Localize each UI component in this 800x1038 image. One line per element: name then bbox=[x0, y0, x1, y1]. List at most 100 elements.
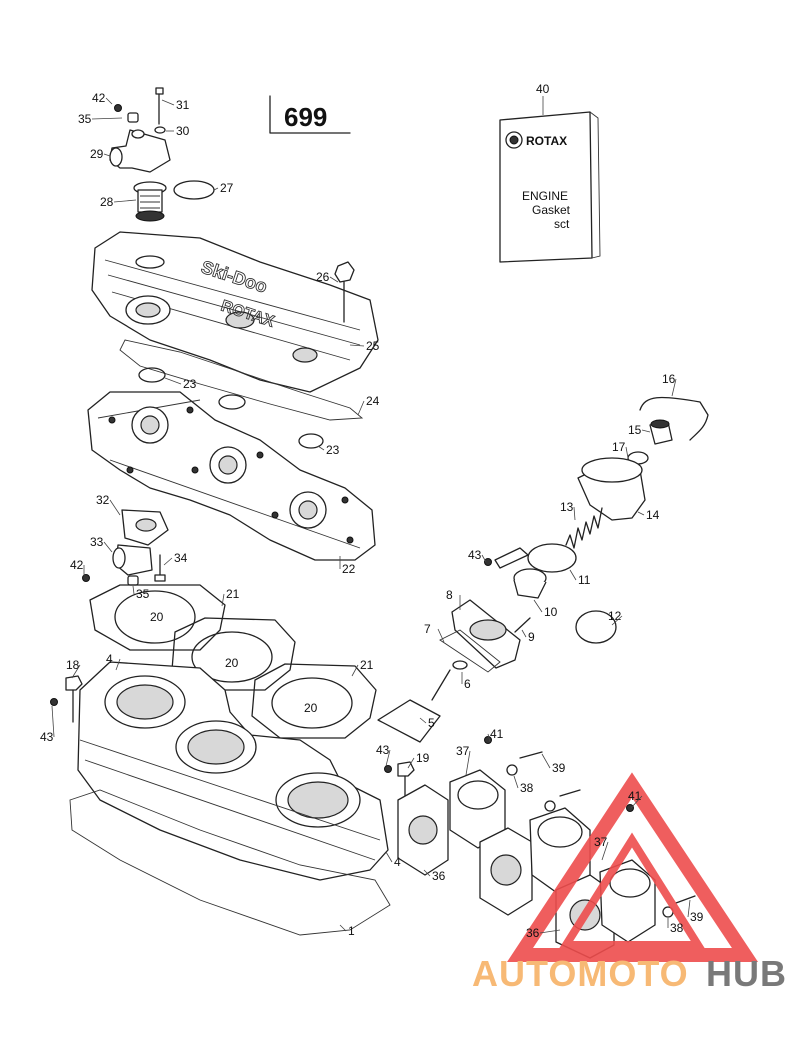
callout-c16: 16 bbox=[662, 372, 676, 386]
callout-c37a: 37 bbox=[456, 744, 470, 758]
leader-c43c bbox=[385, 749, 391, 767]
leader-c38a bbox=[513, 775, 519, 789]
leader-c43a bbox=[481, 554, 487, 563]
rave-valve-group bbox=[377, 396, 709, 743]
page-number: 699 bbox=[284, 102, 327, 132]
leader-c35b bbox=[132, 585, 135, 595]
bolt-26 bbox=[334, 261, 355, 323]
callout-c29: 29 bbox=[90, 147, 104, 161]
callout-c36a: 36 bbox=[432, 869, 446, 883]
base-gasket bbox=[69, 789, 391, 936]
leader-c39a bbox=[541, 753, 551, 769]
exhaust-adapter-group-upper bbox=[397, 736, 543, 876]
callout-c43c: 43 bbox=[376, 743, 390, 757]
callout-c39a: 39 bbox=[552, 761, 566, 775]
callout-c38b: 38 bbox=[670, 921, 684, 935]
callout-c25: 25 bbox=[366, 339, 380, 353]
callout-c32: 32 bbox=[96, 493, 110, 507]
gasket-kit-box: ROTAX ENGINE Gasket sct bbox=[499, 111, 601, 263]
leader-c25 bbox=[349, 344, 365, 347]
callout-c9: 9 bbox=[528, 630, 535, 644]
callout-c42a: 42 bbox=[92, 91, 106, 105]
callout-c21b: 21 bbox=[360, 658, 374, 672]
callout-c18: 18 bbox=[66, 658, 80, 672]
leader-c35a bbox=[91, 117, 123, 120]
callout-c36b: 36 bbox=[526, 926, 540, 940]
leader-c37a bbox=[465, 750, 471, 776]
leader-c21a bbox=[221, 593, 225, 607]
callout-labels: 4235313029272826252324231615171314323334… bbox=[40, 91, 704, 940]
callout-c11: 11 bbox=[578, 573, 591, 587]
leader-c14 bbox=[637, 511, 645, 516]
leader-c16 bbox=[671, 378, 677, 397]
o-ring-23a bbox=[138, 367, 166, 383]
callout-c38a: 38 bbox=[520, 781, 534, 795]
callout-c43a: 43 bbox=[468, 548, 482, 562]
leader-c23a bbox=[164, 377, 182, 385]
thermostat-housing-group bbox=[109, 87, 215, 222]
o-ring-23b bbox=[218, 394, 246, 410]
leader-c24 bbox=[357, 400, 365, 416]
callout-c28: 28 bbox=[100, 195, 114, 209]
callout-c41a: 41 bbox=[490, 727, 504, 741]
callout-c26: 26 bbox=[316, 270, 330, 284]
leader-c10 bbox=[533, 599, 543, 613]
callout-c4a: 4 bbox=[106, 652, 113, 666]
callout-c23a: 23 bbox=[183, 377, 197, 391]
kit-brand: ROTAX bbox=[526, 134, 567, 148]
leader-c39b bbox=[687, 899, 691, 918]
leader-c42a bbox=[105, 97, 113, 105]
callout-c15: 15 bbox=[628, 423, 642, 437]
exhaust-adapter-group-lower bbox=[479, 789, 696, 959]
callout-c13: 13 bbox=[560, 500, 574, 514]
leader-c27 bbox=[213, 187, 219, 191]
leader-c28 bbox=[113, 199, 137, 203]
stud-18 bbox=[50, 675, 83, 723]
callout-c20c: 20 bbox=[304, 701, 318, 715]
callout-c17: 17 bbox=[612, 440, 626, 454]
callout-c20a: 20 bbox=[150, 610, 164, 624]
leader-c19 bbox=[407, 757, 415, 769]
page-number-box: 699 bbox=[269, 95, 351, 134]
automotohub-watermark: AUTOMOTO HUB bbox=[472, 772, 787, 994]
leader-c32 bbox=[109, 499, 121, 516]
water-outlet-group bbox=[82, 509, 169, 586]
callout-c19: 19 bbox=[416, 751, 430, 765]
callout-c12: 12 bbox=[608, 609, 622, 623]
leader-c23b bbox=[317, 445, 325, 451]
leader-c1 bbox=[339, 924, 347, 932]
leader-c5 bbox=[419, 717, 427, 724]
leader-c21b bbox=[351, 664, 359, 677]
leader-c13 bbox=[573, 506, 576, 521]
leader-c17 bbox=[625, 446, 629, 459]
callout-c8: 8 bbox=[446, 588, 453, 602]
cylinder-block bbox=[77, 661, 389, 881]
leader-c31 bbox=[161, 99, 175, 106]
callout-c5: 5 bbox=[428, 716, 435, 730]
leader-c33 bbox=[103, 541, 113, 553]
callout-c7: 7 bbox=[424, 622, 431, 636]
callout-c10: 10 bbox=[544, 605, 558, 619]
o-ring-23c bbox=[298, 433, 324, 449]
callout-c24: 24 bbox=[366, 394, 380, 408]
leader-c36b bbox=[539, 929, 561, 934]
watermark-part2: HUB bbox=[706, 953, 787, 994]
callout-c37b: 37 bbox=[594, 835, 608, 849]
kit-line3: sct bbox=[554, 217, 570, 231]
callout-c30: 30 bbox=[176, 124, 190, 138]
leader-c36a bbox=[423, 869, 431, 877]
leader-c41b bbox=[630, 795, 643, 809]
callout-c34: 34 bbox=[174, 551, 188, 565]
callout-c14: 14 bbox=[646, 508, 660, 522]
cylinder-head-cover: Ski-Doo ROTAX bbox=[91, 231, 379, 393]
callout-c6: 6 bbox=[464, 677, 471, 691]
kit-line1: ENGINE bbox=[522, 189, 568, 203]
leader-c7 bbox=[437, 628, 445, 643]
callout-c35b: 35 bbox=[136, 587, 150, 601]
callout-c4b: 4 bbox=[394, 855, 401, 869]
leader-c34 bbox=[163, 557, 173, 566]
callout-c33: 33 bbox=[90, 535, 104, 549]
leader-c43b bbox=[51, 705, 55, 738]
callout-c20b: 20 bbox=[225, 656, 239, 670]
